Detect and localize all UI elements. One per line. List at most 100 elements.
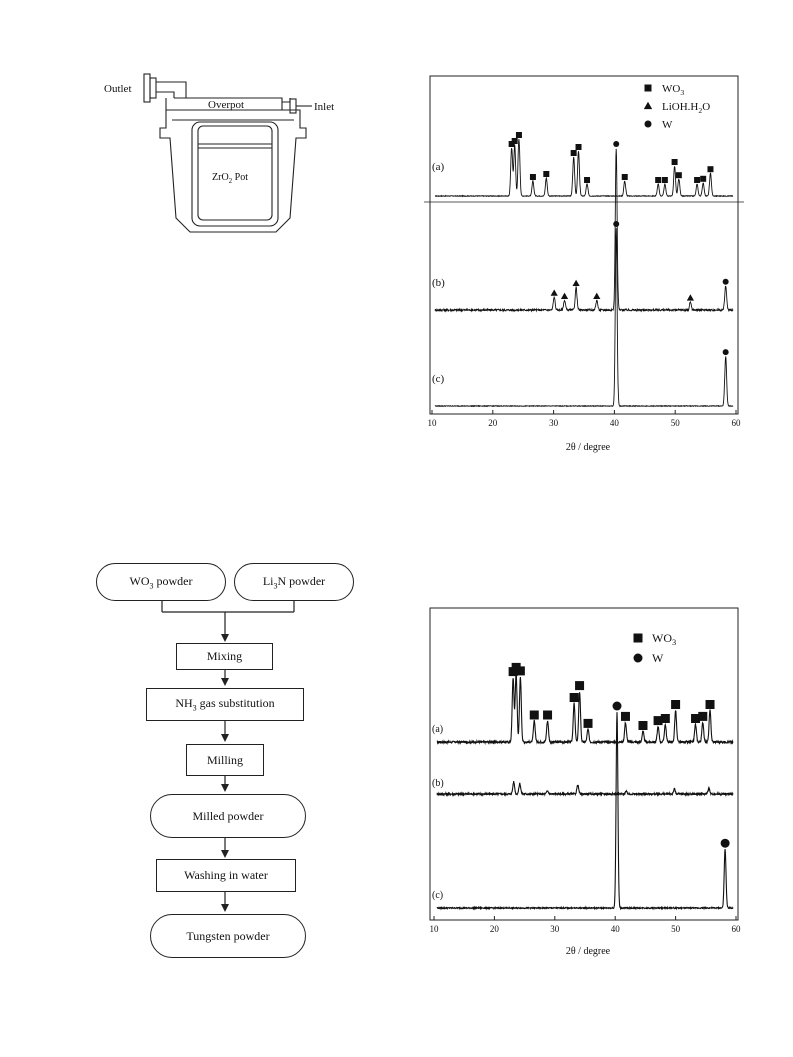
x-tick-label: 60 xyxy=(732,924,742,934)
x-tick-label: 60 xyxy=(732,418,742,428)
series-label: (a) xyxy=(432,724,443,735)
series-line-a xyxy=(436,672,734,746)
nh3-gas-substitution-label: NH3 gas substitution xyxy=(175,696,275,713)
chart2-xlabel: 2θ / degree xyxy=(566,946,611,957)
series-label: (c) xyxy=(432,373,445,385)
milled-powder-node: Milled powder xyxy=(150,794,306,838)
legend-label: WO3 xyxy=(662,83,684,97)
peak-marker-square xyxy=(584,177,591,183)
legend-label: WO3 xyxy=(652,631,676,647)
washing-node: Washing in water xyxy=(156,859,296,892)
x-tick-label: 30 xyxy=(550,924,560,934)
peak-marker-square xyxy=(529,174,536,180)
peak-marker-square xyxy=(700,175,707,182)
peak-marker-square xyxy=(691,714,701,723)
x-tick-label: 20 xyxy=(488,418,498,428)
peak-marker-square xyxy=(575,144,582,150)
legend-marker-circle xyxy=(644,120,652,128)
peak-marker-square xyxy=(621,174,628,180)
peak-marker-square xyxy=(655,177,662,183)
legend-marker-square xyxy=(644,84,652,92)
peak-marker-circle xyxy=(720,838,730,848)
mixing-node: Mixing xyxy=(176,643,273,670)
wo3-powder-label: WO3 powder xyxy=(129,573,193,591)
apparatus-drawing: Outlet Inlet Overpot ZrO2 Pot xyxy=(104,73,334,233)
peak-marker-square xyxy=(698,711,708,721)
peak-marker-square xyxy=(508,141,515,147)
x-tick-label: 40 xyxy=(611,924,621,934)
chart1-frame xyxy=(429,75,739,415)
process-flowchart: WO3 powder Li3N powder Mixing NH3 gas su… xyxy=(90,560,370,970)
series-line-a xyxy=(434,139,734,198)
li3n-powder-label: Li3N powder xyxy=(262,573,326,591)
milling-apparatus-diagram: Outlet Inlet Overpot ZrO2 Pot xyxy=(100,68,360,258)
peak-marker-triangle xyxy=(686,294,694,301)
peak-marker-square xyxy=(570,150,577,156)
legend-marker-circle xyxy=(633,653,643,663)
nh3-gas-substitution-node: NH3 gas substitution xyxy=(146,688,304,721)
outlet-label: Outlet xyxy=(104,83,132,95)
series-line-b xyxy=(436,781,734,798)
legend-label: W xyxy=(652,651,664,665)
peak-marker-square xyxy=(543,710,553,720)
tungsten-powder-label: Tungsten powder xyxy=(186,928,270,943)
series-label: (c) xyxy=(432,890,443,901)
peak-marker-square xyxy=(675,172,682,179)
series-line-c xyxy=(434,228,734,408)
peak-marker-square xyxy=(694,177,701,183)
peak-marker-circle xyxy=(613,141,620,147)
milling-node: Milling xyxy=(186,744,264,776)
peak-marker-square xyxy=(671,159,678,165)
tungsten-powder-node: Tungsten powder xyxy=(150,914,306,958)
x-tick-label: 30 xyxy=(549,418,559,428)
x-tick-label: 40 xyxy=(610,418,620,428)
peak-marker-circle xyxy=(613,221,620,227)
x-tick-label: 20 xyxy=(490,924,500,934)
chart1-xlabel: 2θ / degree xyxy=(566,442,611,453)
peak-marker-square xyxy=(529,710,539,720)
series-line-c xyxy=(436,712,734,911)
inlet-label: Inlet xyxy=(314,101,334,113)
peak-marker-triangle xyxy=(560,292,569,299)
washing-label: Washing in water xyxy=(184,868,268,882)
overpot-label: Overpot xyxy=(208,99,244,111)
peak-marker-square xyxy=(569,693,579,702)
pot-label: ZrO2 Pot xyxy=(212,172,248,185)
series-label: (b) xyxy=(432,277,445,289)
peak-marker-square xyxy=(515,666,525,676)
peak-marker-square xyxy=(707,166,714,173)
peak-marker-square xyxy=(543,171,550,177)
peak-marker-square xyxy=(661,177,668,183)
milling-label: Milling xyxy=(206,752,243,767)
outlet-flange-inner xyxy=(149,77,157,99)
peak-marker-square xyxy=(620,711,630,721)
legend-label: W xyxy=(662,119,673,131)
peak-marker-square xyxy=(583,718,593,728)
peak-marker-square xyxy=(660,714,670,723)
mixing-label: Mixing xyxy=(206,649,243,663)
x-tick-label: 10 xyxy=(430,924,440,934)
peak-marker-square xyxy=(705,700,715,709)
peak-marker-circle xyxy=(722,278,729,285)
series-line-b xyxy=(434,148,734,313)
x-tick-label: 10 xyxy=(428,418,438,428)
milled-powder-label: Milled powder xyxy=(192,808,264,823)
zro2-pot-inner xyxy=(197,125,273,221)
series-label: (a) xyxy=(432,161,445,173)
zro2-pot-outline xyxy=(191,121,279,227)
peak-marker-square xyxy=(653,716,663,726)
peak-marker-triangle xyxy=(593,292,601,299)
series-label: (b) xyxy=(432,778,444,789)
peak-marker-circle xyxy=(612,701,622,711)
legend-marker-square xyxy=(633,633,643,643)
peak-marker-square xyxy=(638,721,648,730)
peak-marker-circle xyxy=(722,349,729,356)
peak-marker-square xyxy=(511,138,518,144)
wo3-powder-node: WO3 powder xyxy=(96,563,226,601)
